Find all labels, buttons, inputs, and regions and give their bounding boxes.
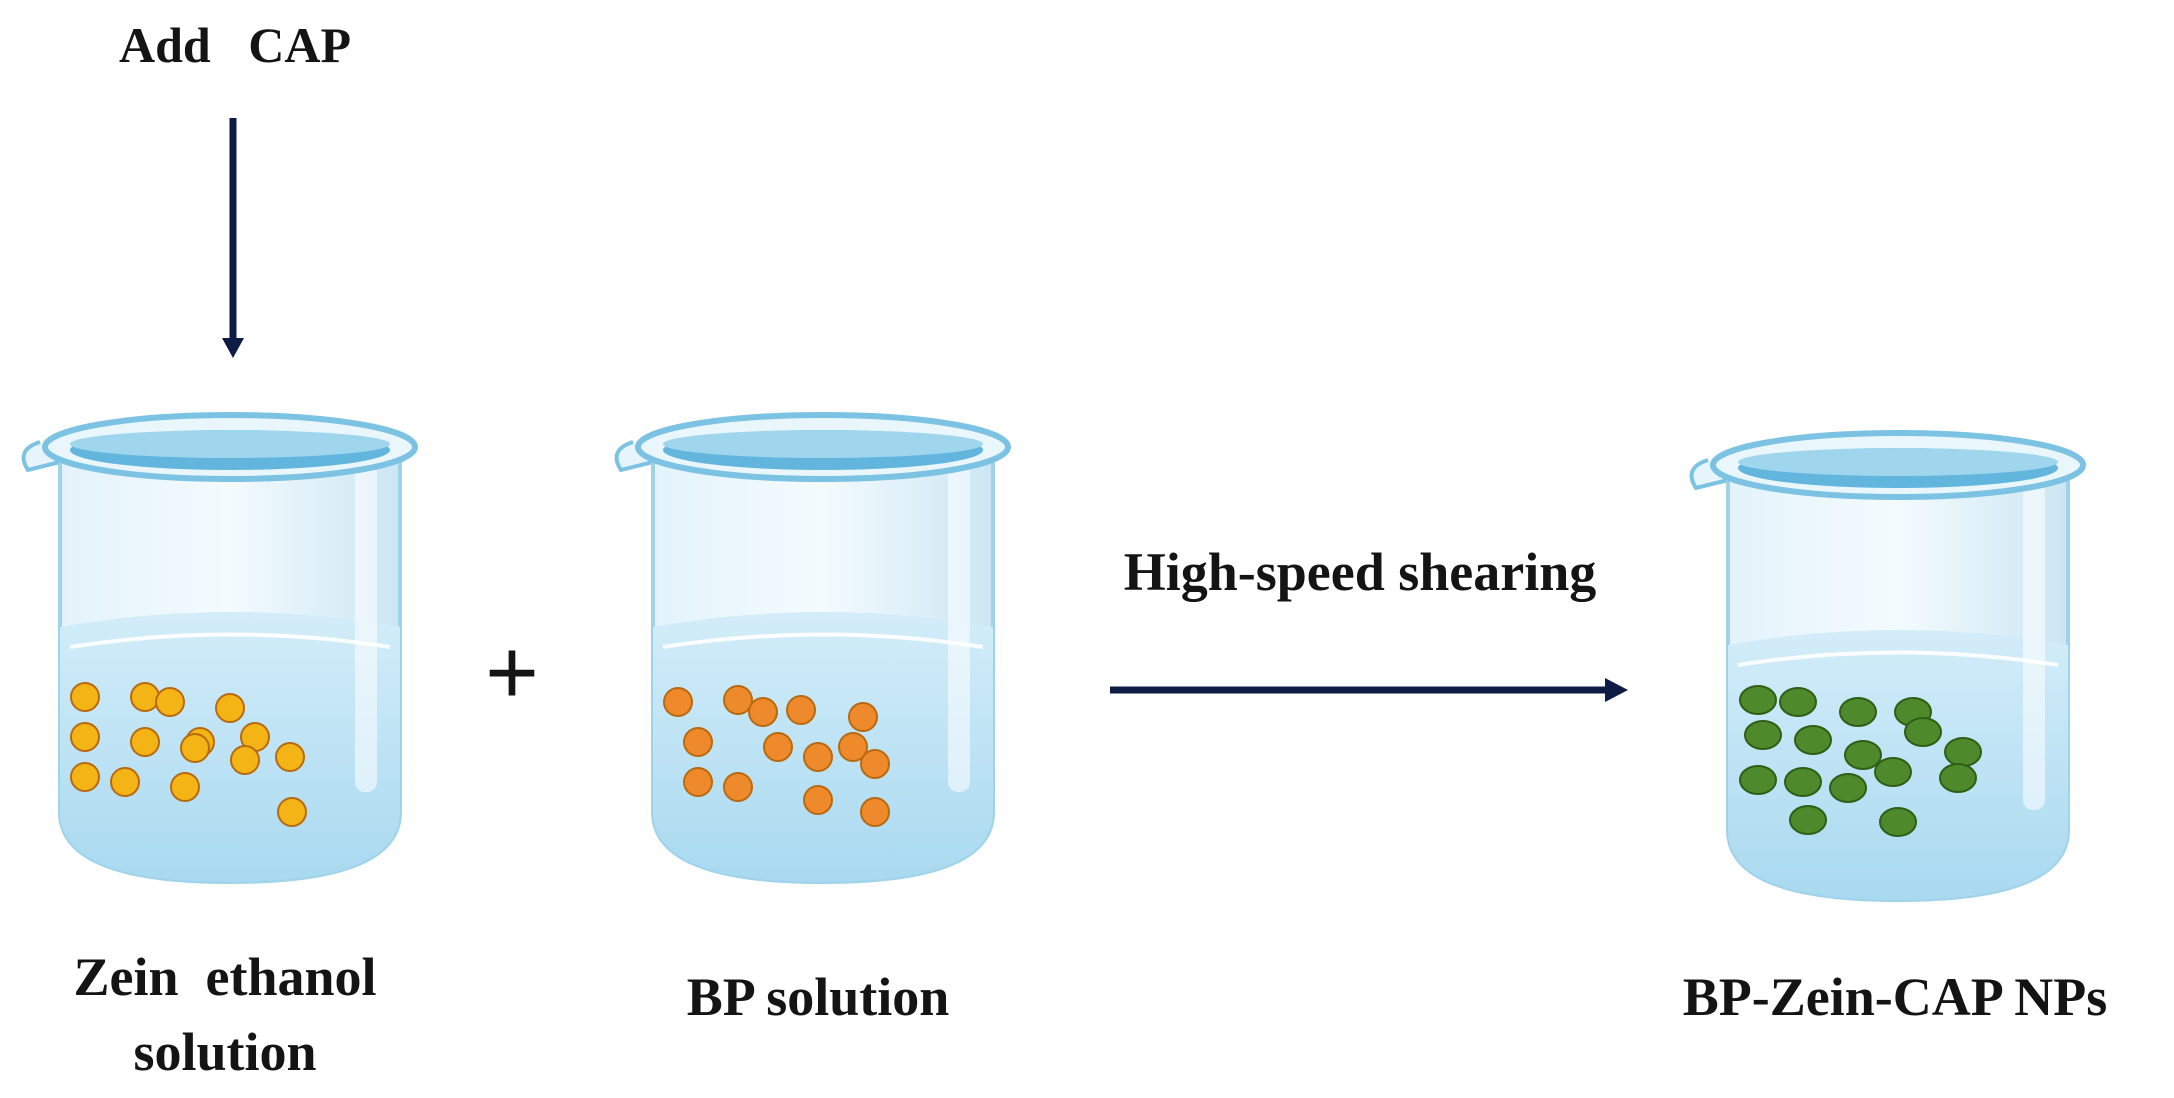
zein-particle (130, 682, 160, 712)
bp-particle (848, 702, 878, 732)
zein-particle (70, 722, 100, 752)
np-particle (1739, 685, 1777, 715)
bp-particle (723, 685, 753, 715)
np-particle (1794, 725, 1832, 755)
shearing-label: High-speed shearing (1124, 542, 1597, 602)
bp-particle (683, 727, 713, 757)
plus-sign: + (485, 619, 540, 726)
np-particle (1779, 687, 1817, 717)
np-particle (1739, 765, 1777, 795)
np-particle (1839, 697, 1877, 727)
np-particle (1744, 720, 1782, 750)
np-particle (1939, 763, 1977, 793)
zein-particle (230, 745, 260, 775)
np-particle (1944, 737, 1982, 767)
beaker3-label: BP-Zein-CAP NPs (1683, 967, 2108, 1027)
bp-particle (860, 797, 890, 827)
beaker1-label-line1: Zein ethanol (73, 947, 376, 1007)
zein-particle (70, 682, 100, 712)
zein-particle (110, 767, 140, 797)
beaker1-label-line2: solution (133, 1022, 316, 1082)
zein-particle (130, 727, 160, 757)
np-particle (1874, 757, 1912, 787)
np-particle (1829, 773, 1867, 803)
np-particle (1789, 805, 1827, 835)
bp-particle (683, 767, 713, 797)
bp-particle (723, 772, 753, 802)
shearing-arrow (1110, 678, 1628, 702)
bp-particle (663, 687, 693, 717)
beaker2-label: BP solution (687, 967, 950, 1027)
bp-particle (748, 697, 778, 727)
beaker-bp-zein-cap-nps (1689, 430, 2086, 903)
zein-particle (215, 693, 245, 723)
bp-particle (763, 732, 793, 762)
np-particle (1879, 807, 1917, 837)
bp-particle (838, 732, 868, 762)
add-arrow (222, 118, 244, 358)
bp-particle (860, 749, 890, 779)
np-particle (1904, 717, 1942, 747)
add-cap-label: Add CAP (119, 17, 351, 73)
zein-particle-group (70, 682, 307, 827)
np-particle (1784, 767, 1822, 797)
bp-particle (786, 695, 816, 725)
zein-particle (70, 762, 100, 792)
bp-particle (803, 742, 833, 772)
zein-particle (277, 797, 307, 827)
zein-particle (275, 742, 305, 772)
np-particle (1844, 740, 1882, 770)
zein-particle (155, 687, 185, 717)
zein-particle (180, 733, 210, 763)
np-particle-group (1739, 685, 1982, 837)
beaker-bp-solution (614, 412, 1011, 885)
bp-particle-group (663, 685, 890, 827)
bp-particle (803, 785, 833, 815)
zein-particle (170, 772, 200, 802)
beaker-zein-ethanol (21, 412, 418, 885)
